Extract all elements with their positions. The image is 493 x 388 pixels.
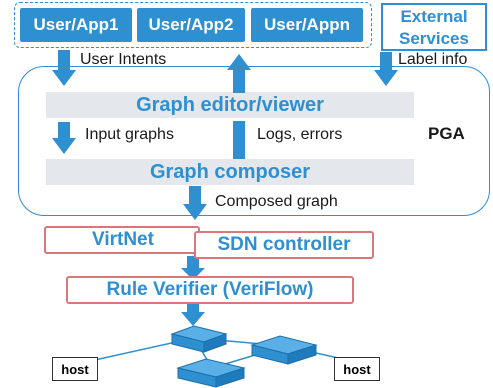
rule-verifier-label: Rule Verifier (VeriFlow) [106,279,314,300]
external-line1: External [400,7,468,26]
switch-icon-left [170,325,228,353]
graph-editor-viewer-bar: Graph editor/viewer [46,92,414,118]
user-apps-group [14,2,372,48]
external-services-box: External Services [381,3,487,51]
user-app2-box: User/App2 [137,8,245,42]
input-graphs-label: Input graphs [85,126,174,143]
user-app1-box: User/App1 [20,8,132,42]
graph-composer-bar: Graph composer [46,159,414,185]
label-info-label: Label info [398,51,468,68]
arrow-sdn-verifier [181,256,205,280]
host-right: host [334,357,380,381]
external-line2: Services [399,29,469,48]
switch-icon-bottom [176,358,246,388]
switch-icon-right [250,335,318,365]
host-left: host [52,357,98,381]
pga-label: PGA [428,124,465,143]
arrow-logs-up [227,54,251,159]
rule-verifier-box: Rule Verifier (VeriFlow) [66,276,354,304]
composed-graph-label: Composed graph [215,193,338,210]
arrow-label-info [374,52,398,86]
logs-errors-label: Logs, errors [257,126,343,143]
sdn-controller-label: SDN controller [217,234,351,255]
virtnet-box: VirtNet [44,226,200,254]
arrow-composed-graph [183,186,207,220]
arrow-input-graphs [52,122,76,154]
arrow-user-intents [52,50,76,86]
user-appn-box: User/Appn [251,8,363,42]
user-intents-label: User Intents [80,51,167,68]
pga-container [18,66,490,216]
sdn-controller-box: SDN controller [194,231,374,259]
virtnet-label: VirtNet [92,229,154,250]
